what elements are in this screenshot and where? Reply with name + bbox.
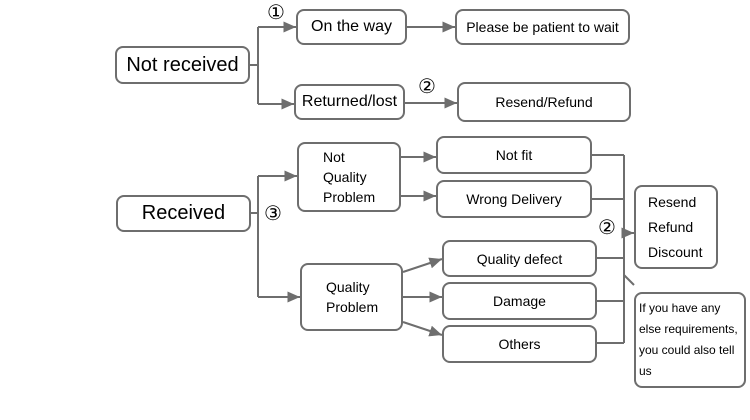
quality-problem-box: Quality Problem	[300, 263, 403, 331]
resolution-refund: Refund	[648, 218, 694, 235]
patient-box: Please be patient to wait	[455, 9, 630, 45]
not-received-label: Not received	[126, 53, 239, 76]
line-to-requirements	[623, 274, 635, 286]
wrong-delivery-box: Wrong Delivery	[436, 180, 592, 218]
resolution-resend: Resend	[648, 193, 697, 210]
arrow-to-others	[402, 321, 443, 337]
resolution-box: Resend Refund Discount	[634, 185, 718, 269]
marker-1: ①	[267, 2, 285, 24]
requirements-box: If you have any else requirements, you c…	[634, 292, 746, 388]
arrow-to-quality-defect	[402, 257, 443, 273]
received-label: Received	[141, 202, 226, 224]
not-fit-box: Not fit	[436, 136, 592, 174]
resolution-discount: Discount	[648, 243, 703, 260]
returned-lost-box: Returned/lost	[294, 84, 405, 120]
requirements-line-3: you could also tell	[639, 343, 735, 357]
not-fit-label: Not fit	[495, 147, 533, 163]
others-label: Others	[498, 336, 541, 352]
quality-defect-label: Quality defect	[476, 250, 563, 267]
wrong-delivery-label: Wrong Delivery	[466, 191, 562, 207]
resend-refund-label: Resend/Refund	[495, 94, 593, 110]
not-quality-line-1: Not	[323, 149, 345, 165]
quality-problem-line-2: Problem	[326, 299, 379, 315]
damage-label: Damage	[493, 293, 546, 309]
requirements-line-2: else requirements,	[639, 322, 738, 336]
requirements-line-4: us	[639, 364, 652, 378]
not-quality-line-3: Problem	[323, 189, 376, 205]
quality-problem-line-1: Quality	[326, 279, 370, 295]
marker-2-right: ②	[598, 217, 616, 239]
quality-defect-box: Quality defect	[442, 240, 597, 277]
marker-3: ③	[264, 203, 282, 225]
requirements-line-1: If you have any	[639, 301, 721, 315]
returned-lost-label: Returned/lost	[301, 93, 398, 110]
not-quality-problem-box: Not Quality Problem	[297, 142, 401, 212]
marker-2-top: ②	[418, 76, 436, 98]
not-received-box: Not received	[115, 46, 250, 84]
damage-box: Damage	[442, 282, 597, 320]
received-box: Received	[116, 195, 251, 232]
patient-label: Please be patient to wait	[466, 19, 619, 35]
on-the-way-box: On the way	[296, 9, 407, 45]
not-quality-line-2: Quality	[323, 169, 367, 185]
resend-refund-box: Resend/Refund	[457, 82, 631, 122]
on-the-way-label: On the way	[311, 18, 392, 35]
others-box: Others	[442, 325, 597, 363]
